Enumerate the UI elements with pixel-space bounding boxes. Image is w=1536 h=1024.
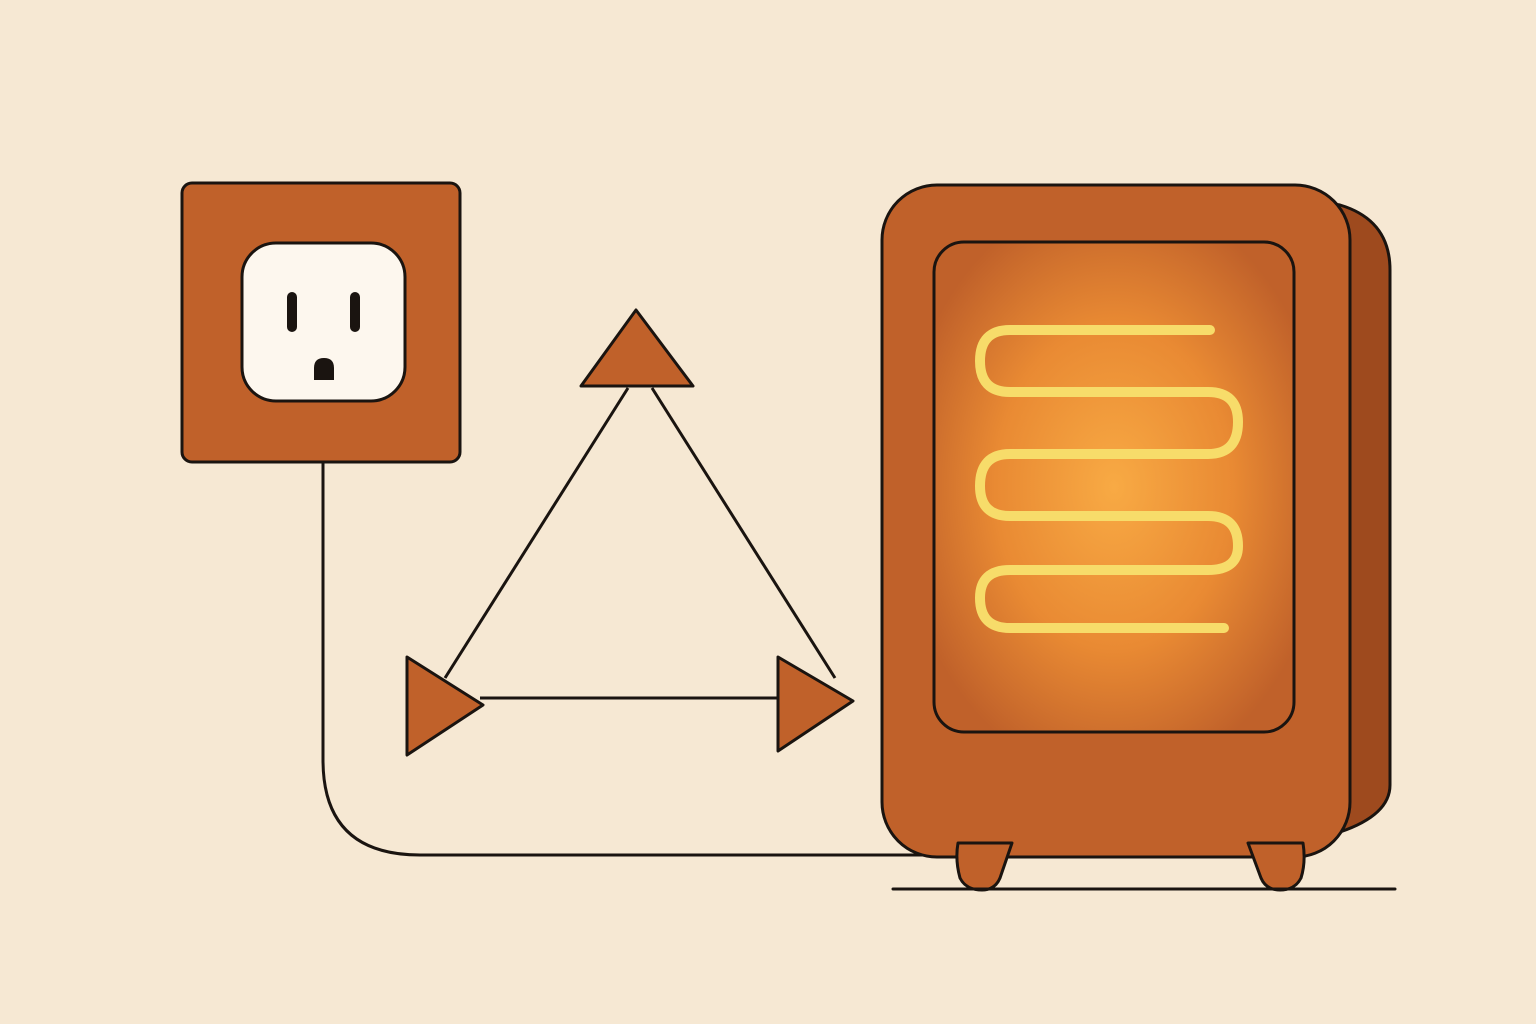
power-cord-icon bbox=[321, 460, 962, 857]
arrowhead-left bbox=[405, 655, 485, 757]
socket-ground-hole bbox=[314, 358, 334, 380]
socket-slot-left bbox=[287, 292, 297, 332]
arrowhead-top bbox=[579, 308, 695, 388]
triangle-cycle-arrows-icon bbox=[405, 308, 855, 757]
space-heater-icon bbox=[880, 183, 1392, 892]
wall-outlet-icon bbox=[180, 181, 462, 464]
socket-face bbox=[240, 241, 407, 403]
heater-leg-right bbox=[1246, 841, 1306, 892]
heater-window bbox=[932, 240, 1296, 734]
heating-coil-icon bbox=[975, 325, 1243, 633]
socket-slot-right bbox=[350, 292, 360, 332]
arrowhead-right bbox=[776, 655, 855, 753]
